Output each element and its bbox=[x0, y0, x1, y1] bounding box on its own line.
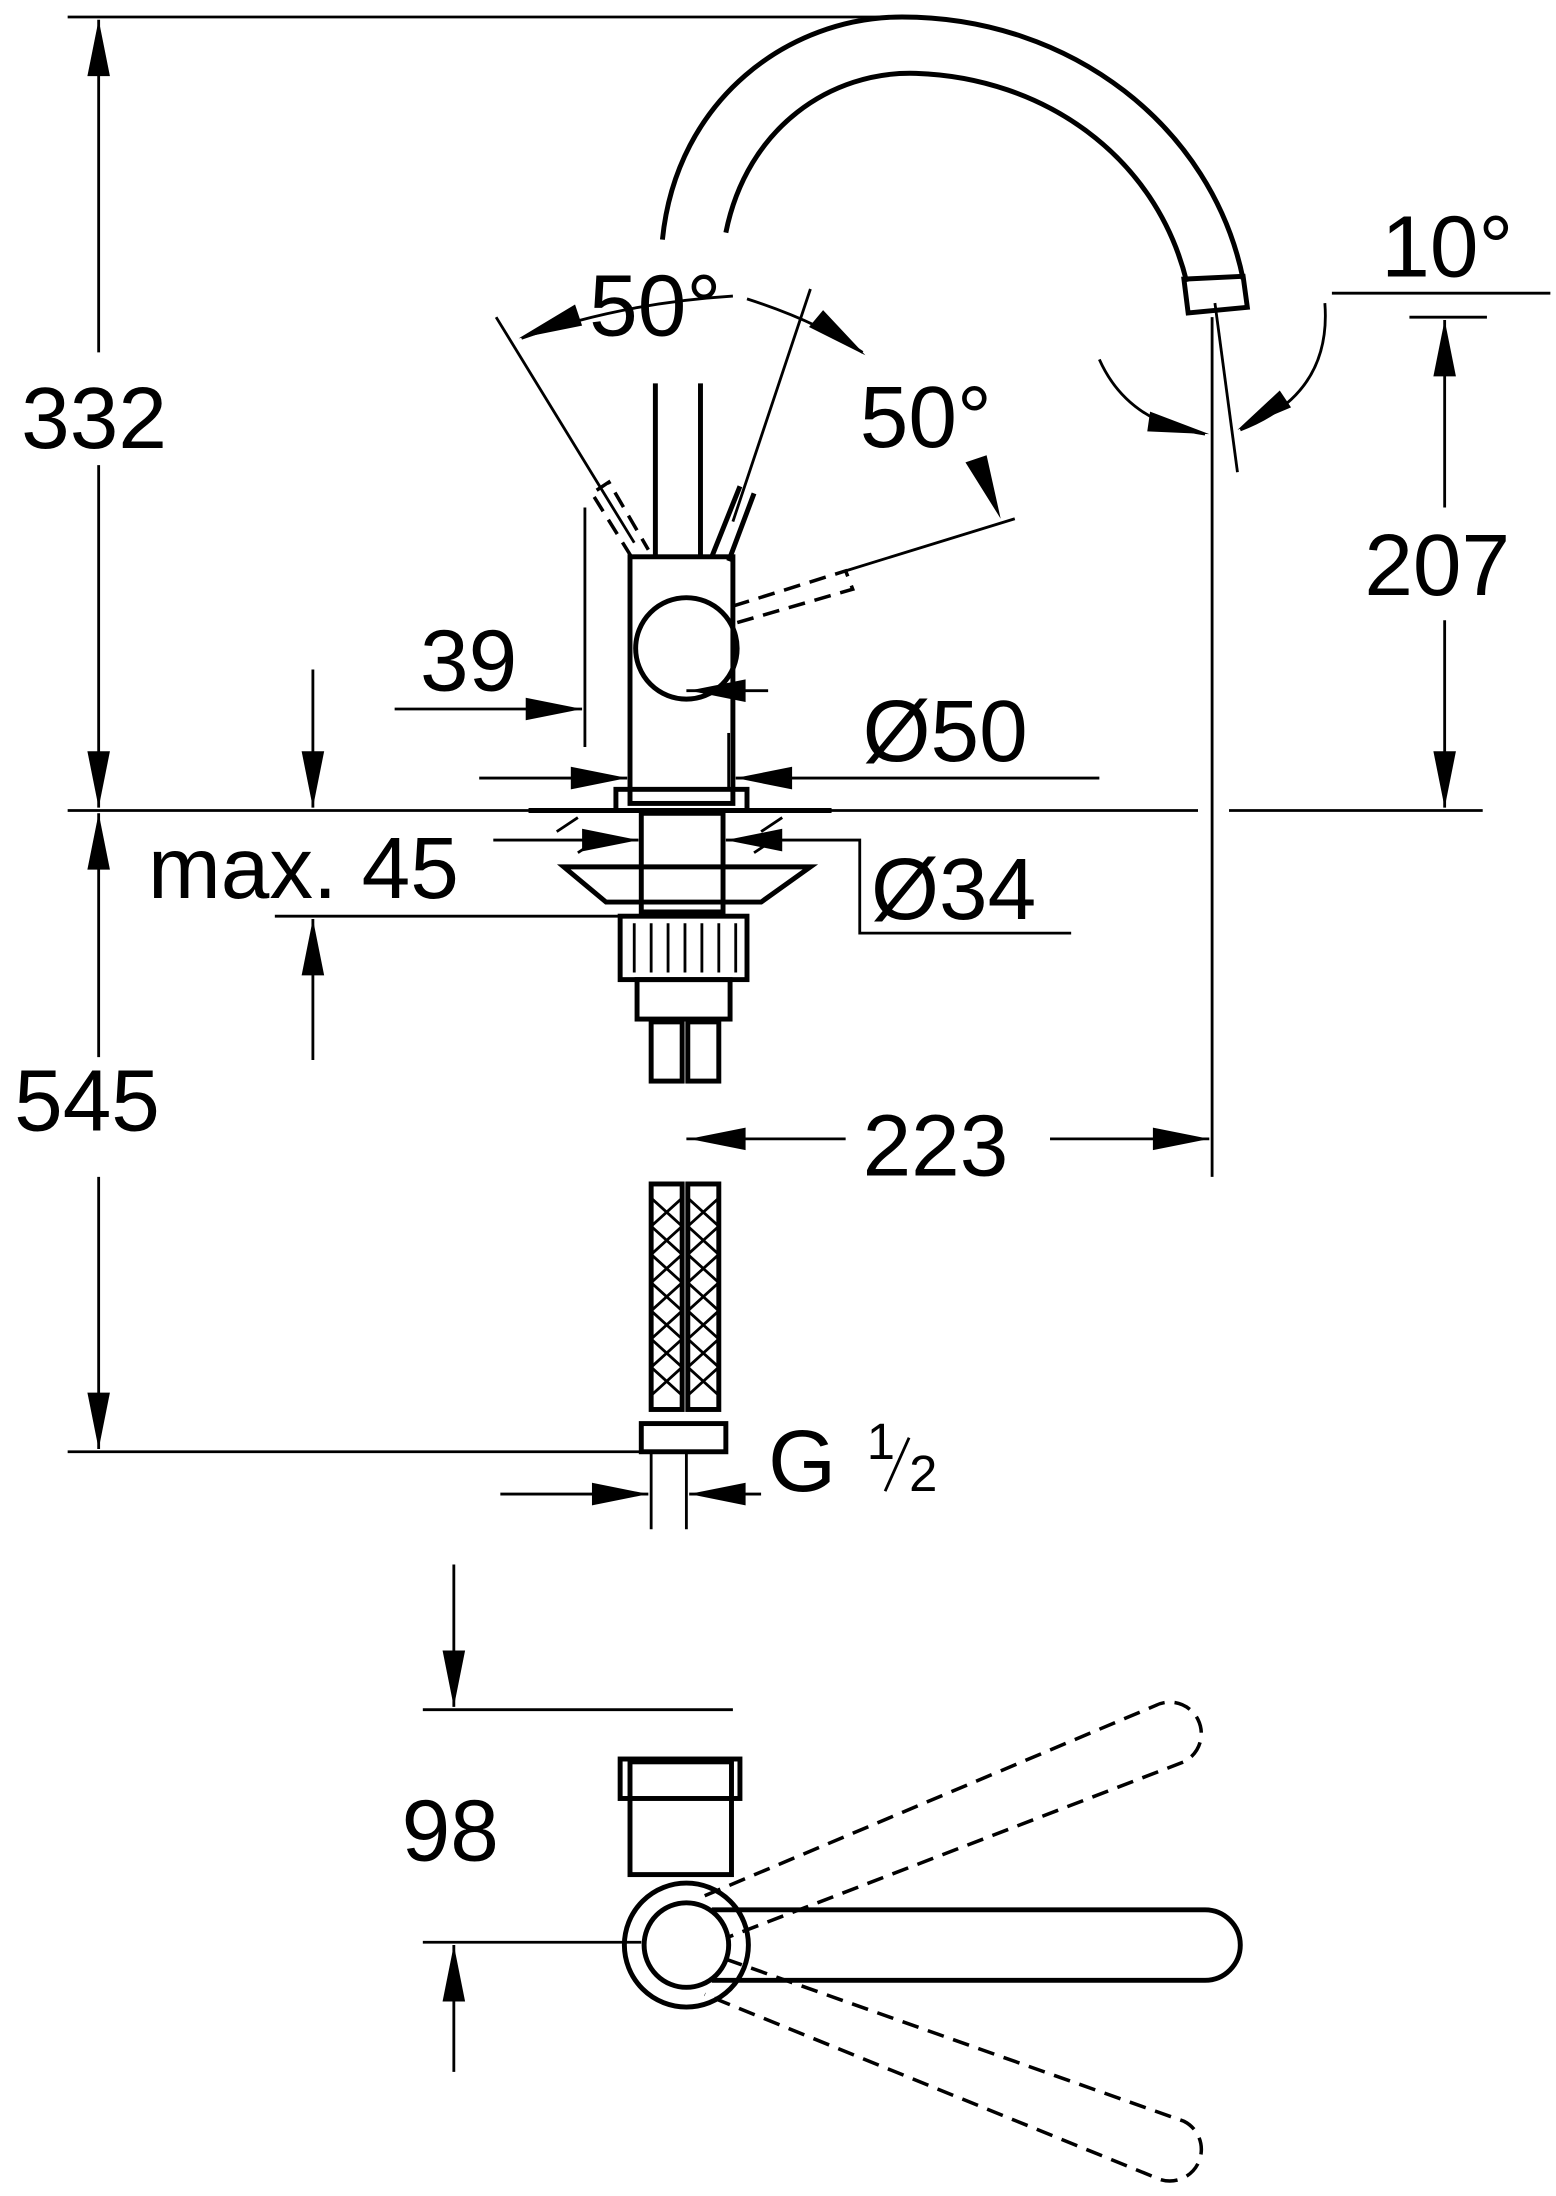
label-223: 223 bbox=[863, 1097, 1009, 1195]
mounting-assembly bbox=[528, 808, 832, 1022]
dimension-body-diameter: Ø50 bbox=[479, 682, 1100, 790]
label-98: 98 bbox=[402, 1781, 499, 1879]
label-max-45: max. 45 bbox=[148, 819, 459, 917]
label-50-right: 50° bbox=[860, 368, 992, 466]
dimension-thread: G 1 2 bbox=[500, 1412, 937, 1510]
label-diameter-50: Ø50 bbox=[863, 682, 1028, 780]
dimension-hole-diameter: Ø34 bbox=[725, 828, 1072, 938]
dimension-hose-length: 545 bbox=[14, 813, 642, 1454]
top-view: 98 bbox=[402, 1564, 1243, 2183]
label-332: 332 bbox=[21, 369, 167, 467]
dimension-spout-height: 207 bbox=[1364, 315, 1510, 808]
dimension-spout-angle: 10° bbox=[1098, 197, 1551, 1177]
spout bbox=[652, 14, 1251, 557]
label-10-degrees: 10° bbox=[1381, 197, 1513, 295]
dimension-total-height: 332 bbox=[21, 15, 903, 808]
label-thread-denominator: 2 bbox=[909, 1445, 937, 1502]
faucet-body bbox=[589, 479, 856, 813]
label-50-left: 50° bbox=[589, 257, 721, 355]
supply-hoses bbox=[638, 1019, 729, 1530]
label-207: 207 bbox=[1364, 516, 1510, 614]
dimension-lever-angles: 50° 50° bbox=[494, 257, 1016, 573]
label-39: 39 bbox=[420, 612, 517, 710]
label-diameter-34: Ø34 bbox=[871, 840, 1036, 938]
label-545: 545 bbox=[14, 1051, 160, 1149]
dimension-lever-offset: 39 bbox=[394, 507, 769, 748]
dimension-max-deck: max. 45 bbox=[148, 669, 639, 1060]
label-thread-g: G bbox=[768, 1412, 836, 1510]
dimension-spout-reach: 223 bbox=[686, 1097, 1210, 1195]
label-thread-numerator: 1 bbox=[867, 1413, 895, 1470]
